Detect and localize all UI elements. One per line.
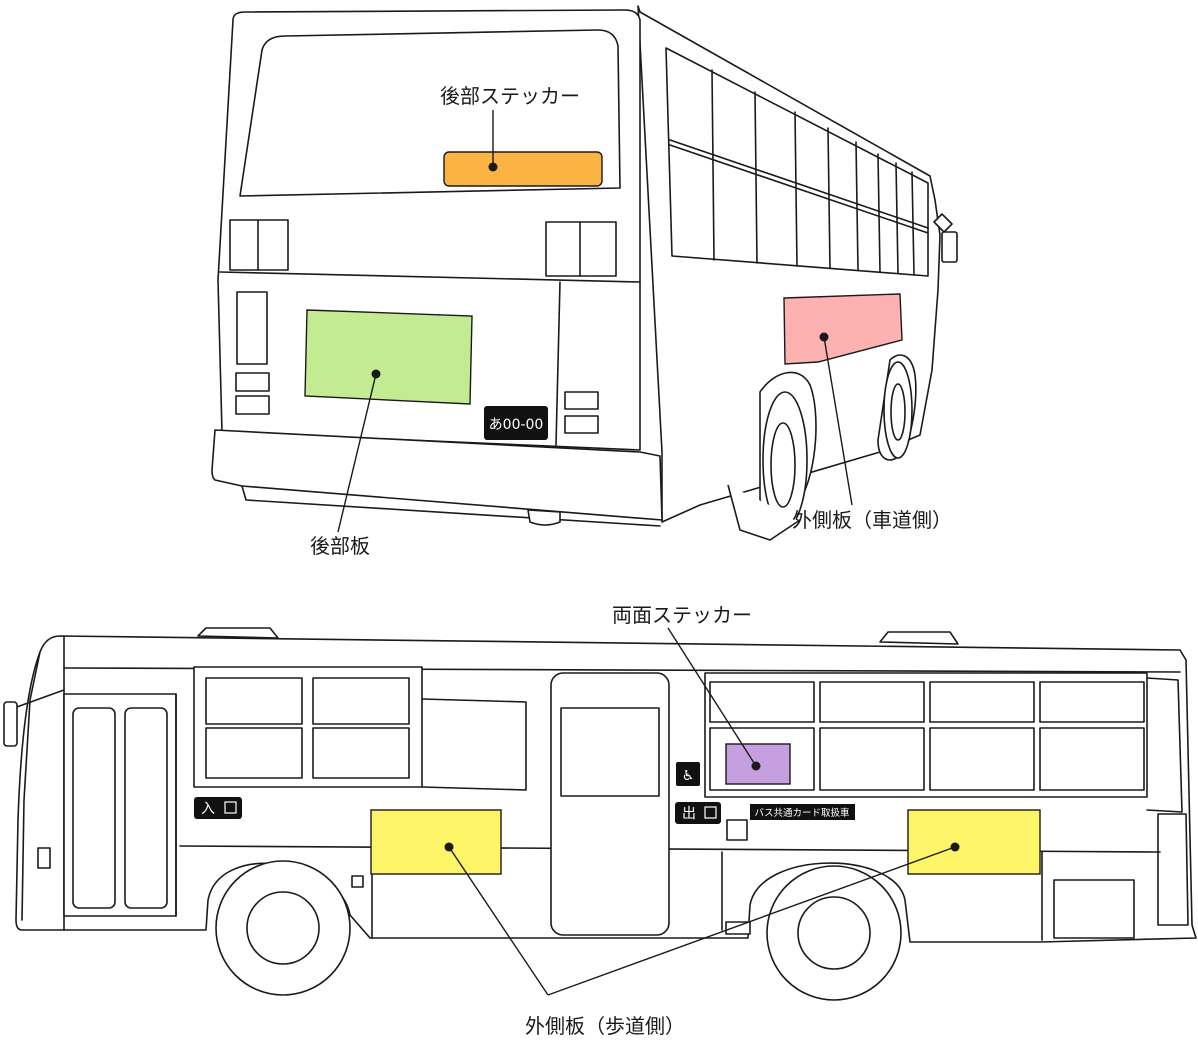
side-window-frame	[665, 47, 929, 277]
wheelchair-icon: ♿	[682, 768, 695, 784]
side-view-bus: 入 出 ♿ バス共通カード取扱車	[3, 627, 1197, 1001]
outer-board-road-label: 外側板（車道側）	[792, 508, 952, 532]
tail-light-left	[236, 291, 268, 365]
rear-sticker-label: 後部ステッカー	[440, 84, 580, 108]
rear-board-area	[304, 309, 473, 405]
middle-door-window	[560, 707, 660, 797]
wheelchair-sign	[676, 762, 700, 786]
tire-contact	[727, 484, 801, 541]
both-sides-sticker-area	[725, 743, 791, 785]
front-indicator	[37, 847, 51, 869]
exit-sign-text: 出	[682, 806, 696, 822]
outer-board-sidewalk-label: 外側板（歩道側）	[525, 1014, 685, 1038]
front-wheel-hub	[890, 383, 906, 441]
rear-lamp-right	[545, 221, 617, 277]
card-notice-text: バス共通カード取扱車	[754, 807, 850, 819]
tail-light-left-lower2	[235, 395, 270, 415]
side-mirror	[941, 231, 958, 263]
license-plate	[484, 406, 548, 440]
outer-board-road-area	[783, 293, 903, 365]
rear-hatch	[1053, 879, 1135, 939]
outer-board-sidewalk-front-area	[370, 809, 502, 875]
license-plate-text: あ00-00	[489, 417, 544, 433]
tow-hook	[527, 509, 561, 526]
rear-lamp-left	[229, 219, 289, 271]
rear-board-label: 後部板	[310, 534, 370, 558]
side-mirror-arm	[933, 213, 953, 233]
rear-view-bus: あ00-00	[211, 5, 958, 541]
entrance-sign-text: 入	[201, 801, 215, 817]
both-sides-sticker-label: 両面ステッカー	[612, 603, 752, 627]
outer-board-sidewalk-rear-area	[907, 809, 1041, 875]
tail-light-right1	[564, 391, 599, 410]
tail-light-right2	[564, 415, 599, 434]
side-rear-hub	[797, 896, 871, 970]
front-door-left-panel	[72, 707, 116, 909]
rear-bumper	[211, 429, 663, 521]
rear-sticker-area	[443, 151, 603, 187]
tail-light-left-lower1	[235, 372, 270, 392]
rear-wheel-hub	[770, 422, 796, 508]
front-door-right-panel	[124, 707, 168, 909]
card-notice-sign	[750, 804, 855, 820]
side-view-mirror	[3, 701, 18, 747]
side-front-hub	[246, 891, 320, 965]
